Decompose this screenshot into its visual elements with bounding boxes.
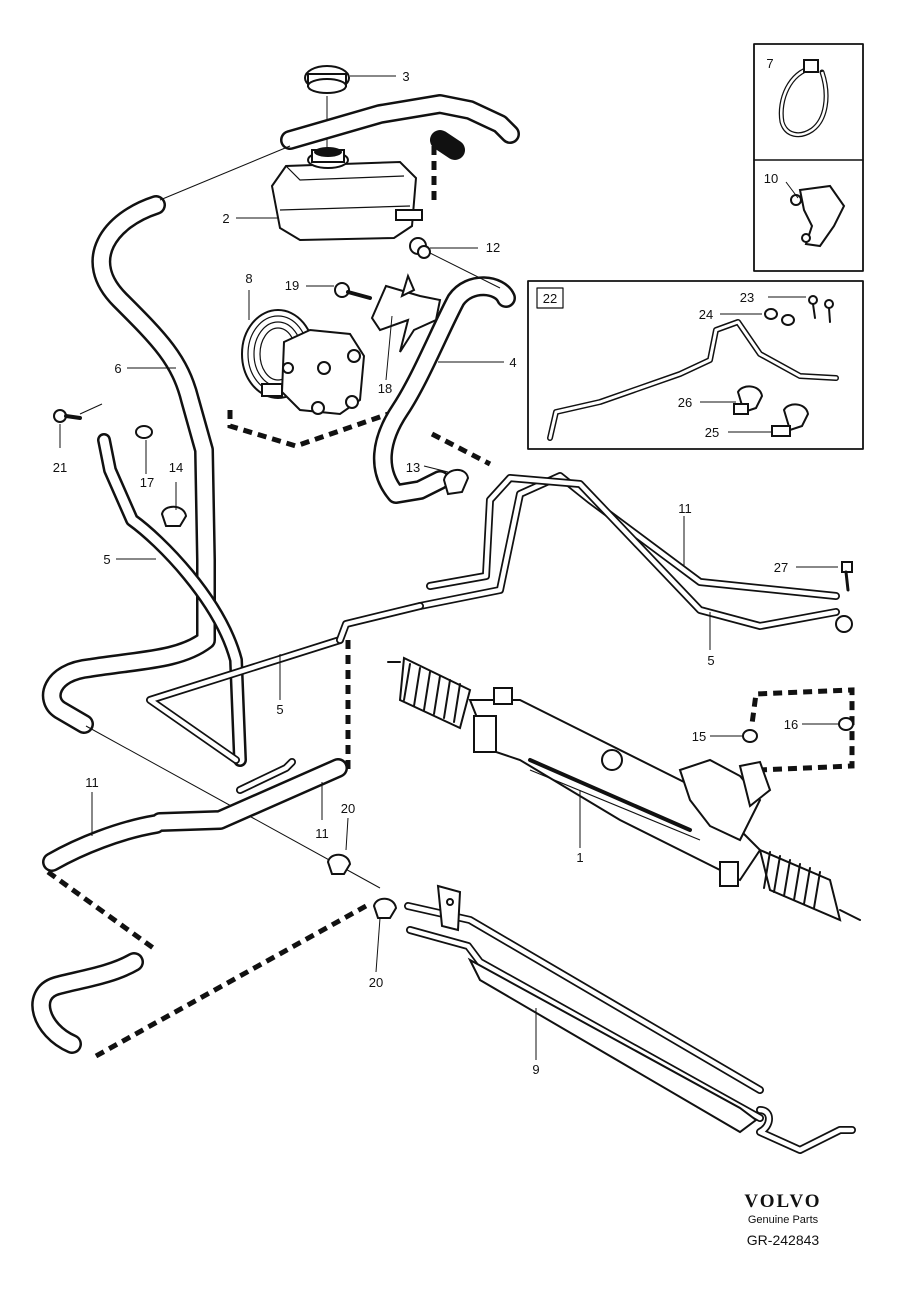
callout-13: 13 [406,460,420,475]
clamp-12 [409,237,431,259]
callout-22: 22 [543,291,557,306]
clamp-13 [442,469,470,496]
callout-20-top: 20 [341,801,355,816]
reservoir-2 [270,147,423,242]
bolt-27 [835,561,853,633]
bracket-18 [370,273,442,353]
nut-24 [764,308,795,326]
callout-26: 26 [678,395,692,410]
clamp-20 [326,853,398,919]
hose-4 [373,249,516,504]
dash-route-b [227,407,401,449]
bolt-19 [334,282,372,300]
dash-route-c [430,431,492,467]
leader-lines [59,75,840,1060]
pressure-line-5 [97,433,840,794]
bolt-23 [808,295,834,323]
callout-24: 24 [699,307,713,322]
steering-rack-1 [387,656,861,922]
bracket-clip-10 [790,184,846,248]
washer-17 [135,425,153,439]
callout-11-right: 11 [678,501,692,516]
cable-tie-7 [778,59,829,138]
callout-14: 14 [169,460,183,475]
callout-2: 2 [222,211,229,226]
inset-line-box [527,280,864,450]
callout-11-left: 11 [85,775,99,790]
callout-27: 27 [774,560,788,575]
washer-15 [742,729,758,743]
clamp-14 [160,505,188,527]
callout-21: 21 [53,460,67,475]
callout-5-middle: 5 [276,702,283,717]
callout-4: 4 [509,355,516,370]
return-line-11 [31,758,348,1054]
volvo-logo: VOLVO [744,1191,822,1212]
hose-6 [41,94,520,889]
callout-18: 18 [378,381,392,396]
callout-8: 8 [245,271,252,286]
callout-1: 1 [576,850,583,865]
callout-17: 17 [140,475,154,490]
callout-10: 10 [764,171,778,186]
clip-26 [733,385,764,415]
clip-25 [771,403,810,437]
callout-3: 3 [402,69,409,84]
callout-7: 7 [766,56,773,71]
callout-9: 9 [532,1062,539,1077]
filler-cap-3 [304,65,350,94]
callout-5-right: 5 [707,653,714,668]
washer-16 [838,717,854,731]
return-line-22 [547,319,839,441]
callout-12: 12 [486,240,500,255]
callout-20-bottom: 20 [369,975,383,990]
callout-5-left: 5 [103,552,110,567]
brand-tagline: Genuine Parts [747,1214,819,1226]
power-steering-pump-8 [241,309,366,416]
callout-25: 25 [705,425,719,440]
dash-route-f [46,869,368,1059]
callout-11-middle: 11 [315,826,329,841]
brand-block: VOLVO Genuine Parts GR-242843 [728,1192,838,1250]
bolt-21 [53,403,103,423]
callout-23: 23 [740,290,754,305]
dash-route-e [749,687,855,773]
callout-19: 19 [285,278,299,293]
inset-clips-box [753,43,864,272]
cooler-9 [404,884,856,1154]
callout-15: 15 [692,729,706,744]
diagram-code: GR-242843 [746,1232,820,1248]
callout-labels: 1 2 3 4 5 5 5 6 7 8 9 10 11 11 11 12 13 … [53,56,798,1077]
callout-6: 6 [114,361,121,376]
callout-16: 16 [784,717,798,732]
